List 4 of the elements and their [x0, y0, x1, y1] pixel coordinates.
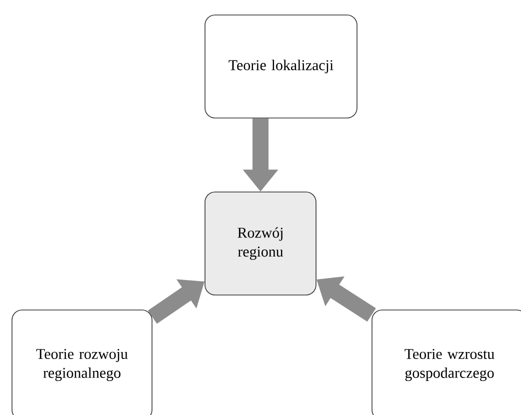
text-box: Teorie lokalizacji: [204, 14, 358, 118]
text-box: Rozwój regionu: [204, 192, 316, 296]
text-box: Teorie wzrostu gospodarczego: [372, 310, 521, 415]
text-box: Teorie rozwoju regionalnego: [12, 310, 152, 415]
